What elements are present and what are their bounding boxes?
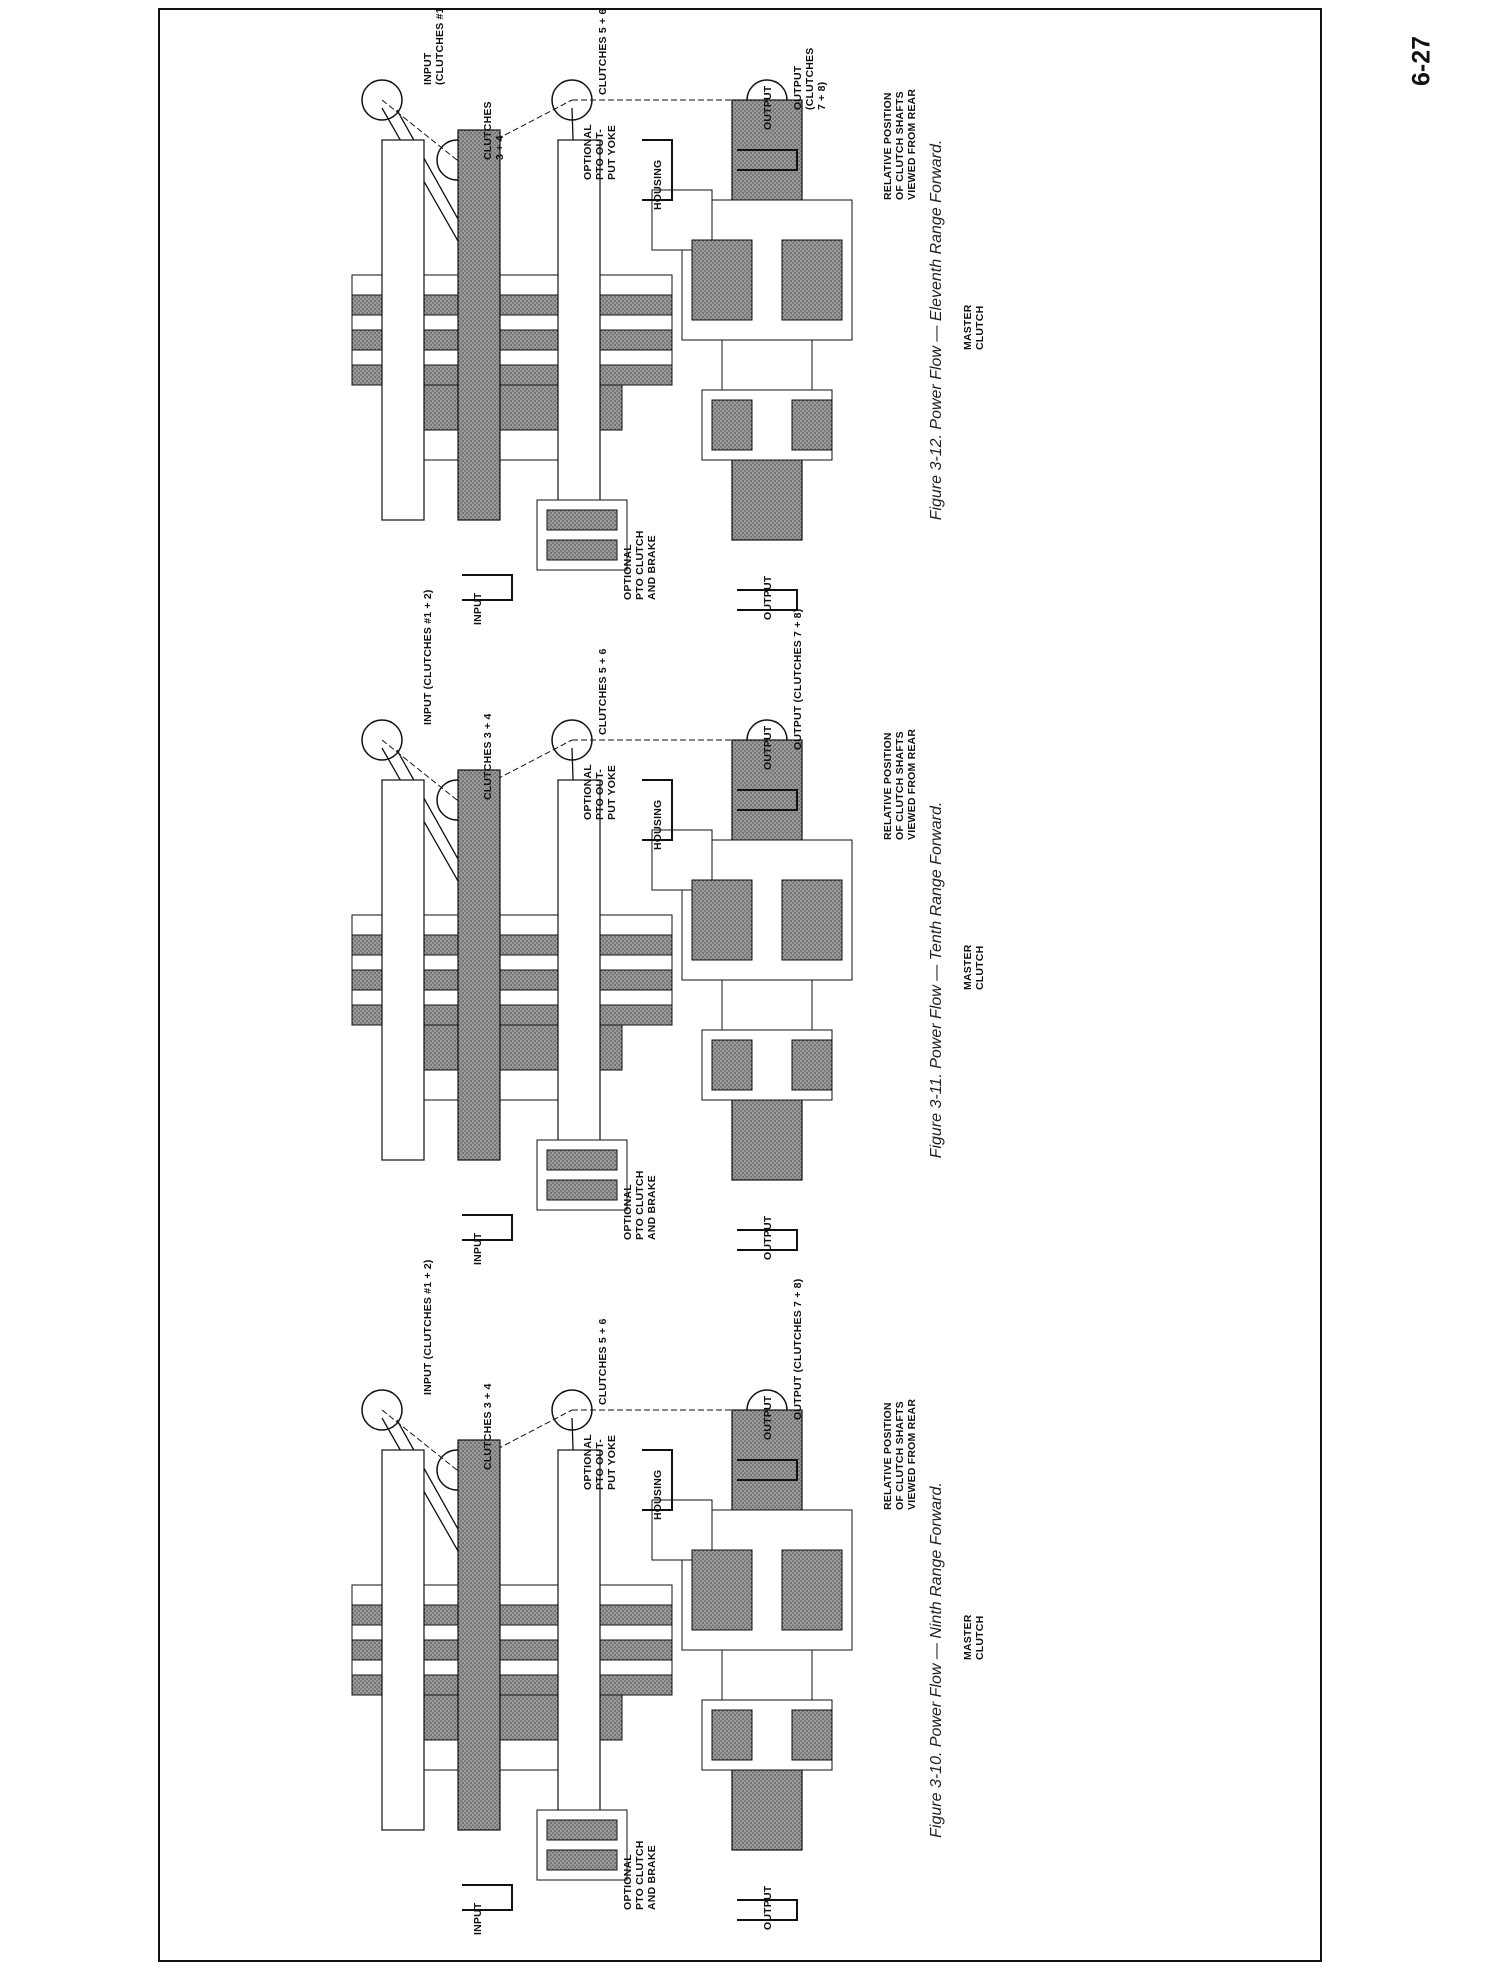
page-number: 6-27	[1407, 35, 1436, 87]
clutch-56-shaft	[557, 139, 601, 521]
label-clutches-56: CLUTCHES 5 + 6	[597, 1318, 609, 1405]
figure-3-10: INPUT (CLUTCHES #1 + 2) CLUTCHES 3 + 4 C…	[322, 1259, 1222, 1940]
housing	[651, 829, 853, 1031]
gear-layout-svg	[351, 1389, 853, 1921]
label-output-top: OUTPUT	[762, 85, 774, 130]
housing	[651, 1499, 853, 1701]
optional-pto-clutch	[536, 499, 628, 571]
figure-3-11: INPUT (CLUTCHES #1 + 2) CLUTCHES 3 + 4 C…	[322, 589, 1222, 1270]
clutch-56-shaft	[557, 779, 601, 1161]
label-output-shaft: OUTPUT (CLUTCHES 7 + 8)	[792, 1278, 804, 1420]
figure-3-12: INPUT (CLUTCHES #1 + 2) CLUTCHES 3 + 4 C…	[322, 10, 1222, 630]
label-clutches-34: CLUTCHES 3 + 4	[482, 101, 506, 160]
label-master-clutch: MASTER CLUTCH	[962, 1614, 986, 1660]
label-output-top: OUTPUT	[762, 725, 774, 770]
output-yokes	[462, 1449, 798, 1921]
input-shaft	[381, 1449, 425, 1831]
label-relative-position: RELATIVE POSITION OF CLUTCH SHAFTS VIEWE…	[882, 88, 918, 200]
housing	[651, 189, 853, 391]
label-optional-yoke: OPTIONAL PTO OUT- PUT YOKE	[582, 1434, 618, 1490]
label-clutches-34: CLUTCHES 3 + 4	[482, 713, 494, 800]
label-clutches-56: CLUTCHES 5 + 6	[597, 648, 609, 735]
master-clutch	[701, 1029, 833, 1101]
clutch-34-shaft	[457, 1439, 501, 1831]
label-housing: HOUSING	[652, 1469, 664, 1520]
figure-3-10-rotated-content: INPUT (CLUTCHES #1 + 2) CLUTCHES 3 + 4 C…	[322, 1259, 1222, 1940]
label-clutches-34: CLUTCHES 3 + 4	[482, 1383, 494, 1470]
label-input: INPUT (CLUTCHES #1 + 2)	[422, 589, 434, 725]
label-input-short: INPUT	[472, 1232, 484, 1266]
label-relative-position: RELATIVE POSITION OF CLUTCH SHAFTS VIEWE…	[882, 728, 918, 840]
master-clutch	[701, 1699, 833, 1771]
clutch-56-shaft	[557, 1449, 601, 1831]
label-input-short: INPUT	[472, 1902, 484, 1936]
label-optional-pto: OPTIONAL PTO CLUTCH AND BRAKE	[622, 530, 658, 600]
label-master-clutch: MASTER CLUTCH	[962, 304, 986, 350]
label-output-top: OUTPUT	[762, 1395, 774, 1440]
label-output-bottom: OUTPUT	[762, 1885, 774, 1930]
input-shaft	[381, 139, 425, 521]
label-output-shaft: OUTPUT (CLUTCHES 7 + 8)	[792, 608, 804, 750]
label-input: INPUT (CLUTCHES #1 + 2)	[422, 1259, 434, 1395]
optional-pto-clutch	[536, 1809, 628, 1881]
label-optional-pto: OPTIONAL PTO CLUTCH AND BRAKE	[622, 1840, 658, 1910]
clutch-34-shaft	[457, 769, 501, 1161]
clutch-34-shaft	[457, 129, 501, 521]
label-output-bottom: OUTPUT	[762, 575, 774, 620]
label-output-shaft: OUTPUT (CLUTCHES 7 + 8)	[792, 47, 828, 110]
label-housing: HOUSING	[652, 159, 664, 210]
figure-frame: INPUT (CLUTCHES #1 + 2) CLUTCHES 3 + 4 C…	[158, 8, 1322, 1962]
label-clutches-56: CLUTCHES 5 + 6	[597, 8, 609, 95]
label-relative-position: RELATIVE POSITION OF CLUTCH SHAFTS VIEWE…	[882, 1398, 918, 1510]
label-input-short: INPUT	[472, 592, 484, 626]
input-shaft	[381, 779, 425, 1161]
label-output-bottom: OUTPUT	[762, 1215, 774, 1260]
output-yokes	[462, 139, 798, 611]
label-optional-yoke: OPTIONAL PTO OUT- PUT YOKE	[582, 124, 618, 180]
label-optional-yoke: OPTIONAL PTO OUT- PUT YOKE	[582, 764, 618, 820]
figure-3-10-caption: Figure 3-10. Power Flow — Ninth Range Fo…	[928, 1482, 945, 1838]
figure-3-11-caption: Figure 3-11. Power Flow — Tenth Range Fo…	[928, 801, 945, 1159]
master-clutch	[701, 389, 833, 461]
label-master-clutch: MASTER CLUTCH	[962, 944, 986, 990]
figure-3-11-rotated-content: INPUT (CLUTCHES #1 + 2) CLUTCHES 3 + 4 C…	[322, 589, 1222, 1270]
gear-layout-svg	[351, 79, 853, 611]
figure-3-12-rotated-content: INPUT (CLUTCHES #1 + 2) CLUTCHES 3 + 4 C…	[322, 10, 1222, 630]
figure-3-12-caption: Figure 3-12. Power Flow — Eleventh Range…	[928, 139, 945, 521]
output-yokes	[462, 779, 798, 1251]
optional-pto-clutch	[536, 1139, 628, 1211]
label-input: INPUT (CLUTCHES #1 + 2)	[422, 8, 446, 85]
gear-layout-svg	[351, 719, 853, 1251]
label-housing: HOUSING	[652, 799, 664, 850]
label-optional-pto: OPTIONAL PTO CLUTCH AND BRAKE	[622, 1170, 658, 1240]
